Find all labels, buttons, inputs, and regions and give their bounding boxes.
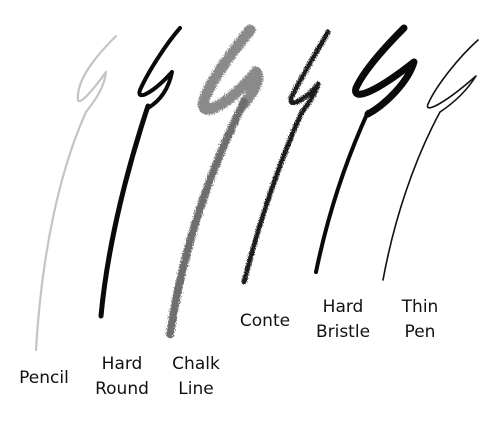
pencil-label-line-1: Pencil: [19, 368, 69, 388]
thin-pen-label: Thin Pen: [390, 295, 450, 345]
pencil-stroke: [34, 34, 118, 352]
conte-label-line-1: Conte: [239, 311, 291, 331]
conte-label: Conte: [233, 309, 297, 334]
hard-round-label: Hard Round: [90, 352, 154, 402]
chalk-line-label-line-2: Line: [178, 379, 214, 399]
pencil-label: Pencil: [14, 366, 74, 391]
thin-pen-label-line-2: Pen: [404, 322, 436, 342]
thin-pen-stroke: [382, 39, 479, 281]
thin-pen-label-line-1: Thin: [401, 297, 439, 317]
hard-bristle-stroke: [314, 24, 418, 274]
chalk-line-label-line-1: Chalk: [172, 354, 220, 374]
hard-round-label-line-2: Round: [95, 379, 149, 399]
chalk-line-stroke: [166, 24, 263, 338]
hard-bristle-label: Hard Bristle: [310, 295, 376, 345]
hard-bristle-label-line-2: Bristle: [315, 322, 371, 342]
chalk-line-label: Chalk Line: [164, 352, 228, 402]
hard-bristle-label-line-1: Hard: [322, 297, 364, 317]
hard-round-label-line-1: Hard: [101, 354, 143, 374]
conte-stroke: [241, 29, 331, 285]
hard-round-stroke: [98, 26, 182, 319]
